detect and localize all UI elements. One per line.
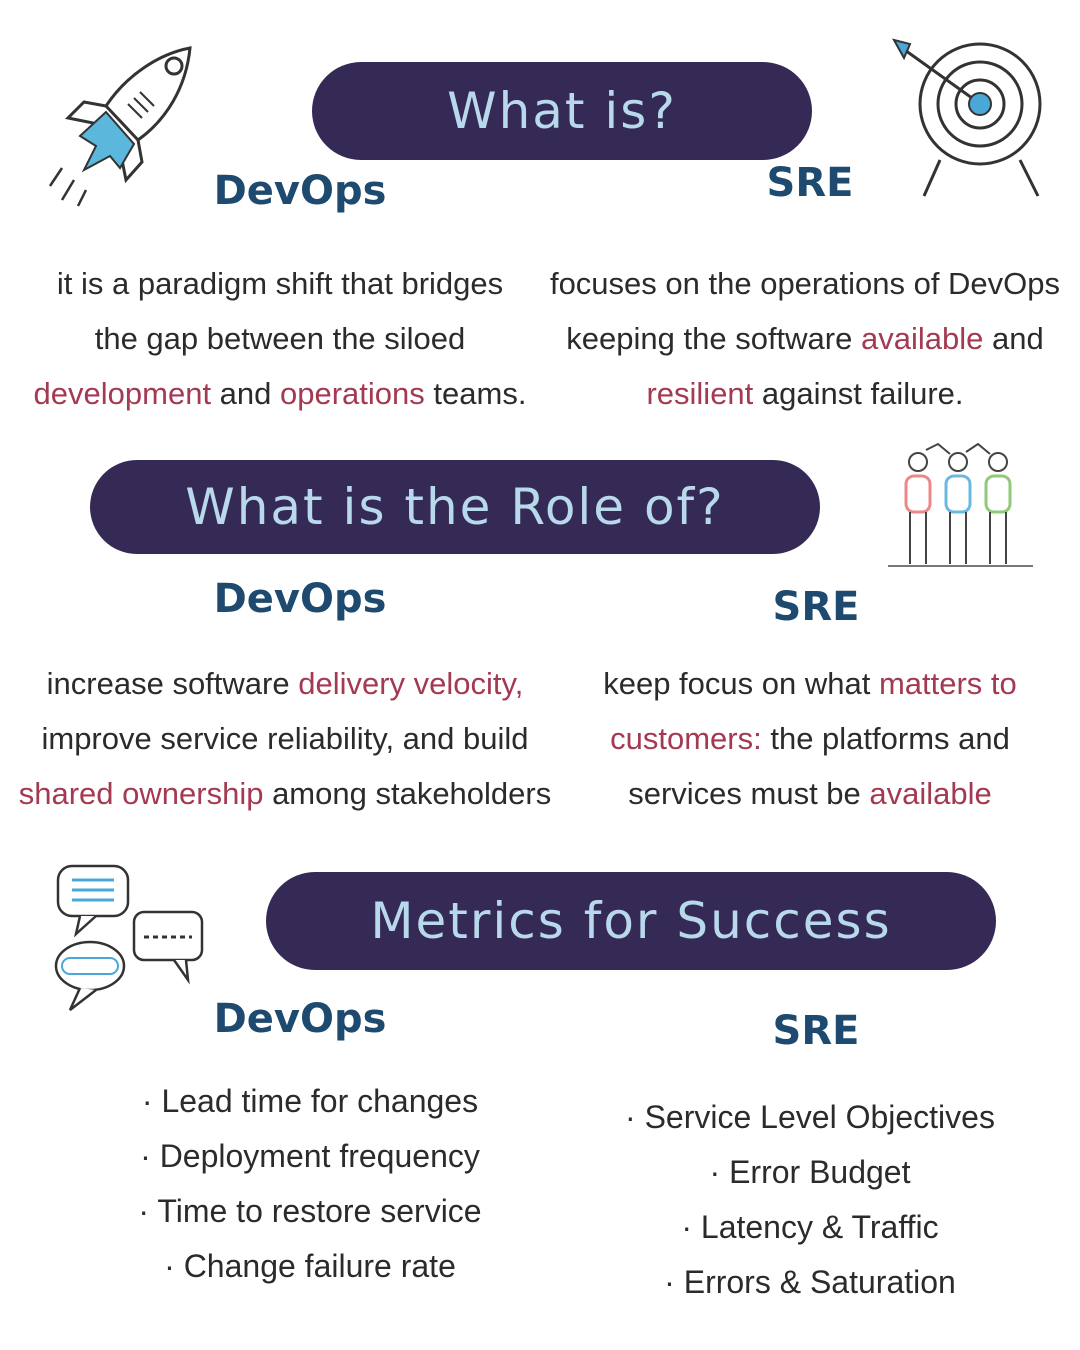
list-item: Change failure rate xyxy=(80,1239,540,1294)
highlight-text: customers: xyxy=(610,721,762,756)
highlight-text: development xyxy=(33,376,212,411)
metrics-title: Metrics for Success xyxy=(370,892,892,950)
what-is-devops-line: the gap between the siloed xyxy=(94,321,466,356)
text-segment: among stakeholders xyxy=(263,776,552,811)
team-icon xyxy=(888,442,1033,567)
text-segment: services must be xyxy=(628,776,870,811)
list-item: Errors & Saturation xyxy=(570,1255,1050,1310)
role-devops-text: increase software delivery velocity, imp… xyxy=(10,656,560,821)
what-is-sre-text: focuses on the operations of DevOps keep… xyxy=(540,256,1070,421)
text-segment: the platforms and xyxy=(761,721,1010,756)
text-segment: and xyxy=(211,376,281,411)
list-item: Error Budget xyxy=(570,1145,1050,1200)
what-is-devops-heading: DevOps xyxy=(213,168,387,214)
metrics-sre-heading: SRE xyxy=(772,1008,860,1054)
what-is-banner: What is? xyxy=(312,62,812,160)
list-item: Service Level Objectives xyxy=(570,1090,1050,1145)
chat-bubbles-icon xyxy=(54,864,204,1011)
text-segment: teams. xyxy=(424,376,527,411)
metrics-banner: Metrics for Success xyxy=(266,872,996,970)
what-is-devops-text: it is a paradigm shift that bridges the … xyxy=(20,256,540,421)
rocket-icon xyxy=(48,46,192,207)
role-banner: What is the Role of? xyxy=(90,460,820,554)
list-item: Deployment frequency xyxy=(80,1129,540,1184)
role-devops-line: increase software delivery velocity, xyxy=(10,656,560,711)
highlight-text: available xyxy=(860,321,984,356)
list-item: Time to restore service xyxy=(80,1184,540,1239)
list-item: Latency & Traffic xyxy=(570,1200,1050,1255)
text-segment: keeping the software xyxy=(566,321,861,356)
text-segment: against failure. xyxy=(753,376,964,411)
what-is-sre-line: resilient against failure. xyxy=(540,366,1070,421)
highlight-text: matters to xyxy=(878,666,1017,701)
role-title: What is the Role of? xyxy=(185,478,725,536)
metrics-sre-list: Service Level Objectives Error Budget La… xyxy=(570,1090,1050,1310)
what-is-title: What is? xyxy=(447,82,677,140)
metrics-devops-list: Lead time for changes Deployment frequen… xyxy=(80,1074,540,1294)
what-is-devops-line: development and operations teams. xyxy=(20,366,540,421)
text-segment: and xyxy=(983,321,1044,356)
target-icon xyxy=(892,38,1042,197)
highlight-text: available xyxy=(869,776,992,811)
text-segment: increase software xyxy=(46,666,299,701)
list-item: Lead time for changes xyxy=(80,1074,540,1129)
role-sre-text: keep focus on what matters to customers:… xyxy=(570,656,1050,821)
role-sre-heading: SRE xyxy=(772,584,860,630)
highlight-text: delivery velocity, xyxy=(298,666,524,701)
role-devops-line: improve service reliability, and build xyxy=(41,721,529,756)
role-sre-line: customers: the platforms and xyxy=(570,711,1050,766)
role-sre-line: services must be available xyxy=(570,766,1050,821)
what-is-sre-line: focuses on the operations of DevOps xyxy=(549,266,1061,301)
highlight-text: shared ownership xyxy=(18,776,264,811)
highlight-text: operations xyxy=(280,376,425,411)
what-is-devops-line: it is a paradigm shift that bridges xyxy=(56,266,504,301)
what-is-sre-heading: SRE xyxy=(766,160,854,206)
metrics-devops-heading: DevOps xyxy=(213,996,387,1042)
role-sre-line: keep focus on what matters to xyxy=(570,656,1050,711)
highlight-text: resilient xyxy=(646,376,754,411)
what-is-sre-line: keeping the software available and xyxy=(540,311,1070,366)
role-devops-line: shared ownership among stakeholders xyxy=(10,766,560,821)
text-segment: keep focus on what xyxy=(603,666,879,701)
role-devops-heading: DevOps xyxy=(213,576,387,622)
